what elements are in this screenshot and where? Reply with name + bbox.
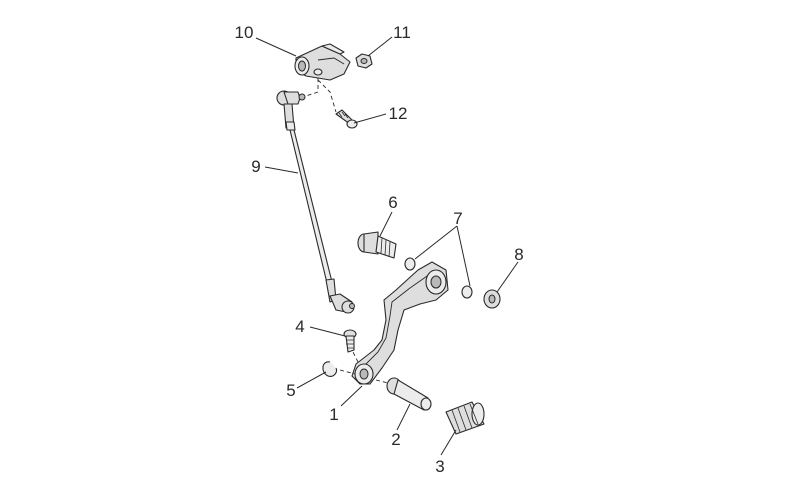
part-8-washer xyxy=(483,289,501,309)
callout-8: 8 xyxy=(514,245,523,264)
leader-7a xyxy=(414,225,458,260)
callout-3: 3 xyxy=(435,457,444,476)
callout-9: 9 xyxy=(251,157,260,176)
leader-6 xyxy=(379,211,393,237)
part-7-o-ring-lower xyxy=(461,285,473,299)
callout-10: 10 xyxy=(235,23,254,42)
callout-1: 1 xyxy=(329,405,338,424)
leader-4 xyxy=(309,326,346,337)
part-4-screw xyxy=(343,329,357,353)
callout-7: 7 xyxy=(453,209,462,228)
leader-9 xyxy=(264,166,299,174)
leader-12 xyxy=(353,113,387,124)
callout-2: 2 xyxy=(391,430,400,449)
leader-10 xyxy=(255,37,297,57)
callout-6: 6 xyxy=(388,193,397,212)
leader-2 xyxy=(396,403,411,431)
part-11-nut xyxy=(355,53,373,69)
part-10-upper-clamp xyxy=(294,43,351,81)
part-6-pivot-bolt xyxy=(357,231,397,259)
part-1-shift-lever xyxy=(351,261,449,385)
leader-3 xyxy=(440,429,457,456)
leader-11 xyxy=(367,36,393,57)
leader-8 xyxy=(496,261,519,293)
leader-5 xyxy=(296,371,327,389)
part-7-o-ring-upper xyxy=(404,257,416,271)
part-9-shift-rod xyxy=(276,90,355,314)
leader-1 xyxy=(340,385,363,407)
callout-5: 5 xyxy=(286,381,295,400)
part-12-bolt xyxy=(335,109,358,129)
part-5-circlip xyxy=(322,361,338,377)
callout-4: 4 xyxy=(295,317,304,336)
callout-12: 12 xyxy=(389,104,408,123)
callout-11: 11 xyxy=(393,23,411,42)
part-2-footpeg-pin xyxy=(386,377,432,411)
part-3-rubber-footpeg xyxy=(445,401,485,435)
leader-7b xyxy=(456,225,471,287)
